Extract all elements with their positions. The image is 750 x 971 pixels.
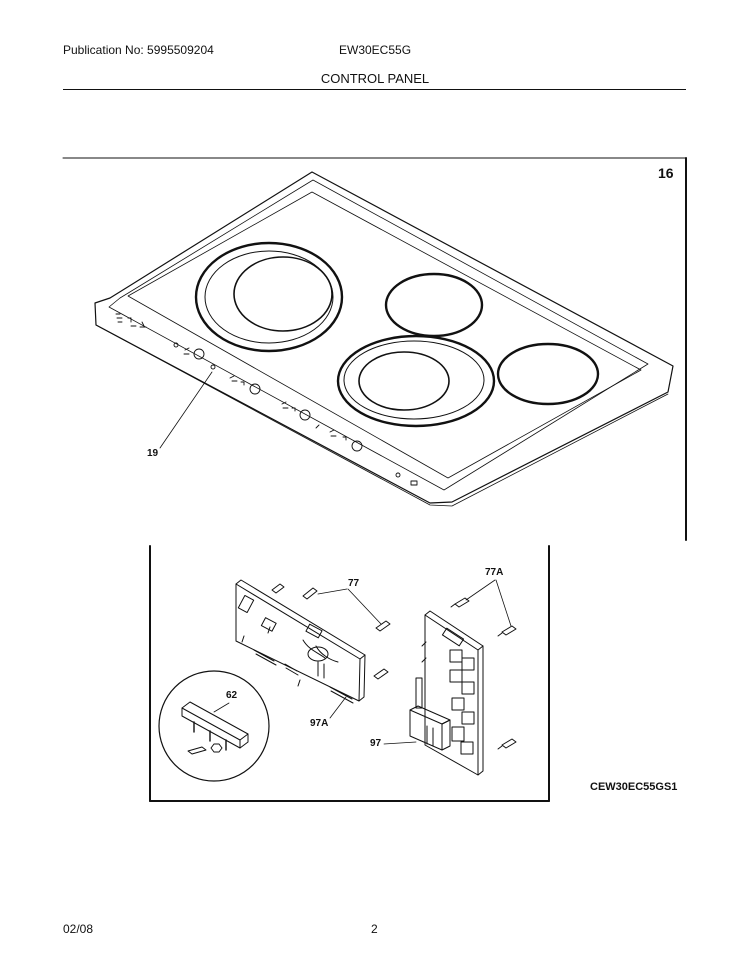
power-board-97 [409, 610, 484, 776]
callout-62: 62 [226, 690, 238, 701]
leader-97 [383, 741, 417, 745]
figure-code: CEW30EC55GS1 [590, 781, 678, 793]
footer-date: 02/08 [63, 922, 94, 936]
figure-number: 16 [658, 165, 674, 181]
burner-back-left [194, 241, 344, 353]
control-board-97a [235, 579, 366, 704]
top-figure-frame [62, 157, 687, 541]
publication-number: Publication No: 5995509204 [63, 43, 214, 57]
page-title: CONTROL PANEL [320, 71, 430, 86]
burner-back-right [384, 272, 484, 338]
header-rule [63, 89, 686, 90]
callout-77a: 77A [485, 567, 504, 578]
callout-77: 77 [348, 578, 360, 589]
burner-front-left [336, 334, 496, 428]
page-number: 2 [371, 922, 378, 936]
leader-19 [159, 371, 213, 449]
screws-77a [450, 579, 517, 750]
model-number: EW30EC55G [339, 43, 412, 57]
cooktop-illustration [94, 171, 674, 507]
callout-19: 19 [147, 448, 159, 459]
callout-97: 97 [370, 738, 382, 749]
control-panel-markings [115, 313, 418, 486]
callout-97a: 97A [310, 718, 329, 729]
burner-front-right [496, 342, 600, 406]
detail-62-inset [158, 670, 270, 782]
leader-97a [329, 696, 347, 719]
bottom-figure-frame [149, 545, 550, 802]
standoffs-77 [271, 583, 391, 680]
